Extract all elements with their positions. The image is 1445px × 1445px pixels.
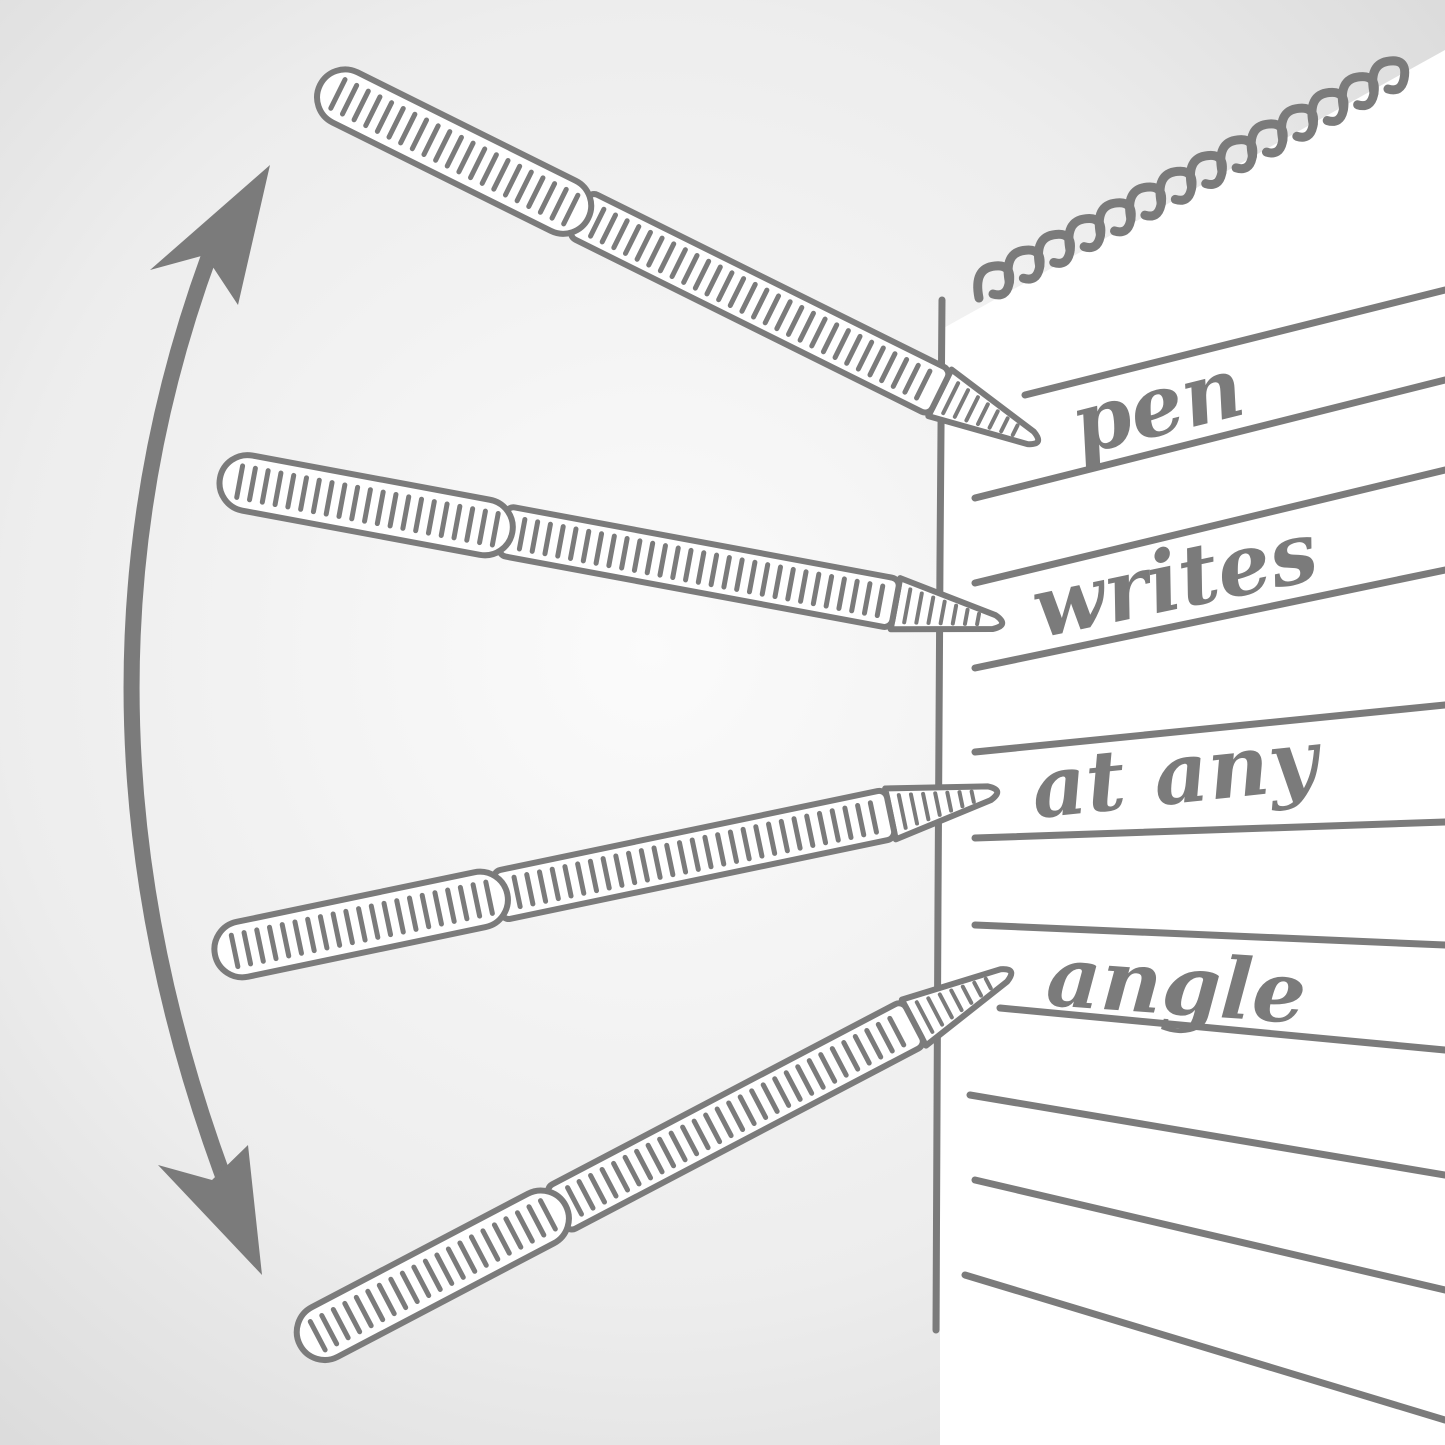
ruled-line <box>971 818 1445 842</box>
double-headed-curved-arrow-icon <box>123 165 270 1275</box>
notebook-page <box>940 50 1445 1445</box>
pen-icon <box>293 966 1015 1363</box>
page-edge-line <box>932 296 946 1334</box>
ruled-line <box>971 701 1445 756</box>
ruled-line <box>971 1176 1445 1294</box>
word-angle: angle <box>1044 926 1310 1043</box>
ruled-line <box>971 566 1445 672</box>
spiral-binding-icon <box>973 56 1410 303</box>
ruled-line <box>971 376 1445 502</box>
pen-icon <box>314 66 1042 448</box>
ruled-lines <box>961 286 1445 1424</box>
ruled-line <box>971 466 1445 587</box>
notebook <box>932 50 1445 1445</box>
ruled-line <box>961 1271 1445 1424</box>
ruled-line <box>996 1004 1445 1054</box>
pens <box>211 66 1042 1363</box>
ruled-line <box>1021 286 1445 399</box>
pen-icon <box>211 783 1001 981</box>
pen-icon <box>216 452 1006 633</box>
spiral-coil <box>1368 56 1410 98</box>
ruled-line <box>971 921 1445 949</box>
ruled-line <box>966 1091 1445 1179</box>
